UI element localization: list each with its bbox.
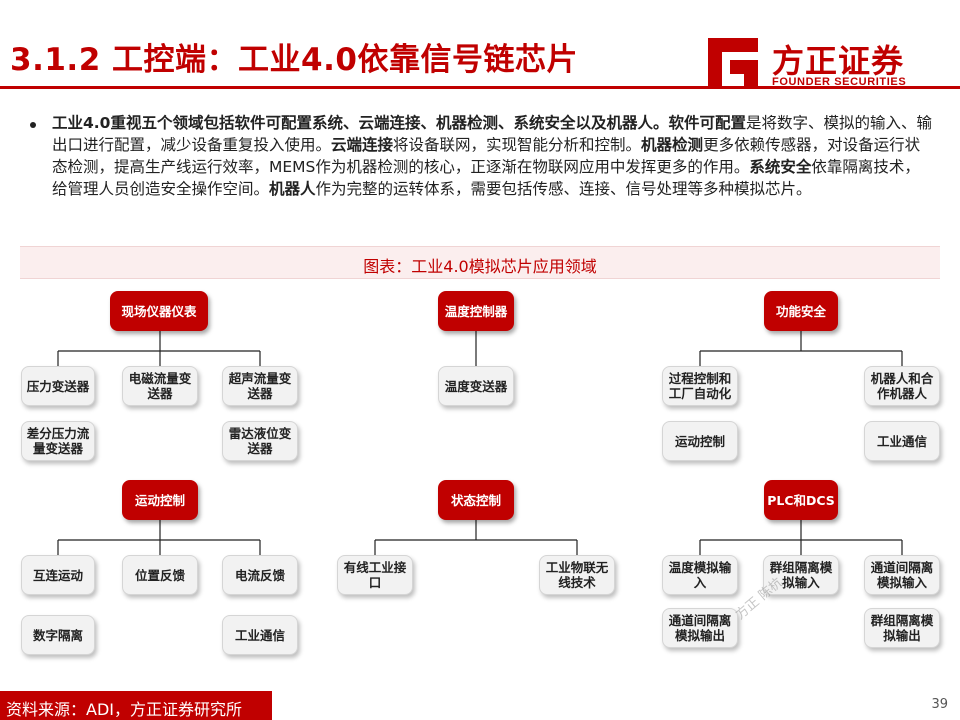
- title-divider: [0, 86, 960, 89]
- body-paragraph: 工业4.0重视五个领域包括软件可配置系统、云端连接、机器检测、系统安全以及机器人…: [52, 112, 932, 200]
- body-bold-5: 系统安全: [749, 158, 812, 176]
- node-iiot-wireless: 工业物联无线技术: [539, 555, 615, 595]
- body-text-6: 作为完整的运转体系，需要包括传感、连接、信号处理等多种模拟芯片。: [315, 180, 812, 198]
- body-text-2: 是将数字、模拟的输入、输出口进行配置，减少设备重复投入使用。: [52, 114, 932, 154]
- footer-white-area: [272, 691, 960, 720]
- logo-cn-text: 方正证券: [772, 42, 905, 80]
- node-current-feedback: 电流反馈: [222, 555, 298, 595]
- body-text-4: 更多依赖传感器，对设备运行状态检测，提高生产线运行效率，MEMS作为机器检测的核…: [52, 136, 921, 176]
- logo-en-text: FOUNDER SECURITIES: [772, 76, 907, 88]
- node-industrial-comm-motion: 工业通信: [222, 615, 298, 655]
- bullet-icon: [30, 122, 36, 128]
- figure-title-banner: 图表：工业4.0模拟芯片应用领域: [20, 246, 940, 279]
- node-motion-control: 运动控制: [122, 480, 198, 520]
- figure-title: 图表：工业4.0模拟芯片应用领域: [363, 257, 597, 276]
- node-industrial-comm-safety: 工业通信: [864, 421, 940, 461]
- footer-bar: 资料来源：ADI，方正证券研究所: [0, 691, 960, 720]
- node-robots-cobots: 机器人和合作机器人: [864, 366, 940, 406]
- node-digital-isolation: 数字隔离: [21, 615, 95, 655]
- footer-source: 资料来源：ADI，方正证券研究所: [6, 700, 242, 719]
- brand-logo: 方正证券 FOUNDER SECURITIES: [708, 36, 928, 90]
- node-motion-control-safety: 运动控制: [662, 421, 738, 461]
- node-plc-dcs: PLC和DCS: [764, 480, 838, 520]
- page-title: 3.1.2 工控端：工业4.0依靠信号链芯片: [10, 42, 578, 78]
- node-channel-isolated-input: 通道间隔离模拟输入: [864, 555, 940, 595]
- node-temp-analog-input: 温度模拟输入: [662, 555, 738, 595]
- node-temperature-transmitter: 温度变送器: [438, 366, 514, 406]
- node-temperature-controller: 温度控制器: [438, 291, 514, 331]
- body-text-5: 依靠隔离技术，给管理人员创造安全操作空间。: [52, 158, 920, 198]
- node-ultrasonic-flow: 超声流量变送器: [222, 366, 298, 406]
- body-bold-1: 工业4.0重视五个领域包括软件可配置系统、云端连接、机器检测、系统安全以及机器人…: [52, 114, 669, 132]
- page-number: 39: [931, 697, 948, 712]
- body-bold-3: 云端连接: [331, 136, 394, 154]
- node-differential-pressure: 差分压力流量变送器: [21, 421, 95, 461]
- node-state-control: 状态控制: [438, 480, 514, 520]
- node-position-feedback: 位置反馈: [122, 555, 198, 595]
- node-group-isolated-input: 群组隔离模拟输入: [763, 555, 839, 595]
- body-bold-2: 软件可配置: [668, 114, 746, 132]
- node-wired-industrial-interface: 有线工业接口: [337, 555, 413, 595]
- node-electromagnetic-flow: 电磁流量变送器: [122, 366, 198, 406]
- node-process-control: 过程控制和工厂自动化: [662, 366, 738, 406]
- node-radar-level: 雷达液位变送器: [222, 421, 298, 461]
- node-channel-isolated-output: 通道间隔离模拟输出: [662, 608, 738, 648]
- node-functional-safety: 功能安全: [764, 291, 838, 331]
- node-pressure-transmitter: 压力变送器: [21, 366, 95, 406]
- body-bold-6: 机器人: [269, 180, 316, 198]
- founder-logo-icon: [708, 38, 758, 88]
- body-text-3: 将设备联网，实现智能分析和控制。: [393, 136, 642, 154]
- node-group-isolated-output: 群组隔离模拟输出: [864, 608, 940, 648]
- body-bold-4: 机器检测: [641, 136, 704, 154]
- node-interconnected-motion: 互连运动: [21, 555, 95, 595]
- node-field-instruments: 现场仪器仪表: [110, 291, 208, 331]
